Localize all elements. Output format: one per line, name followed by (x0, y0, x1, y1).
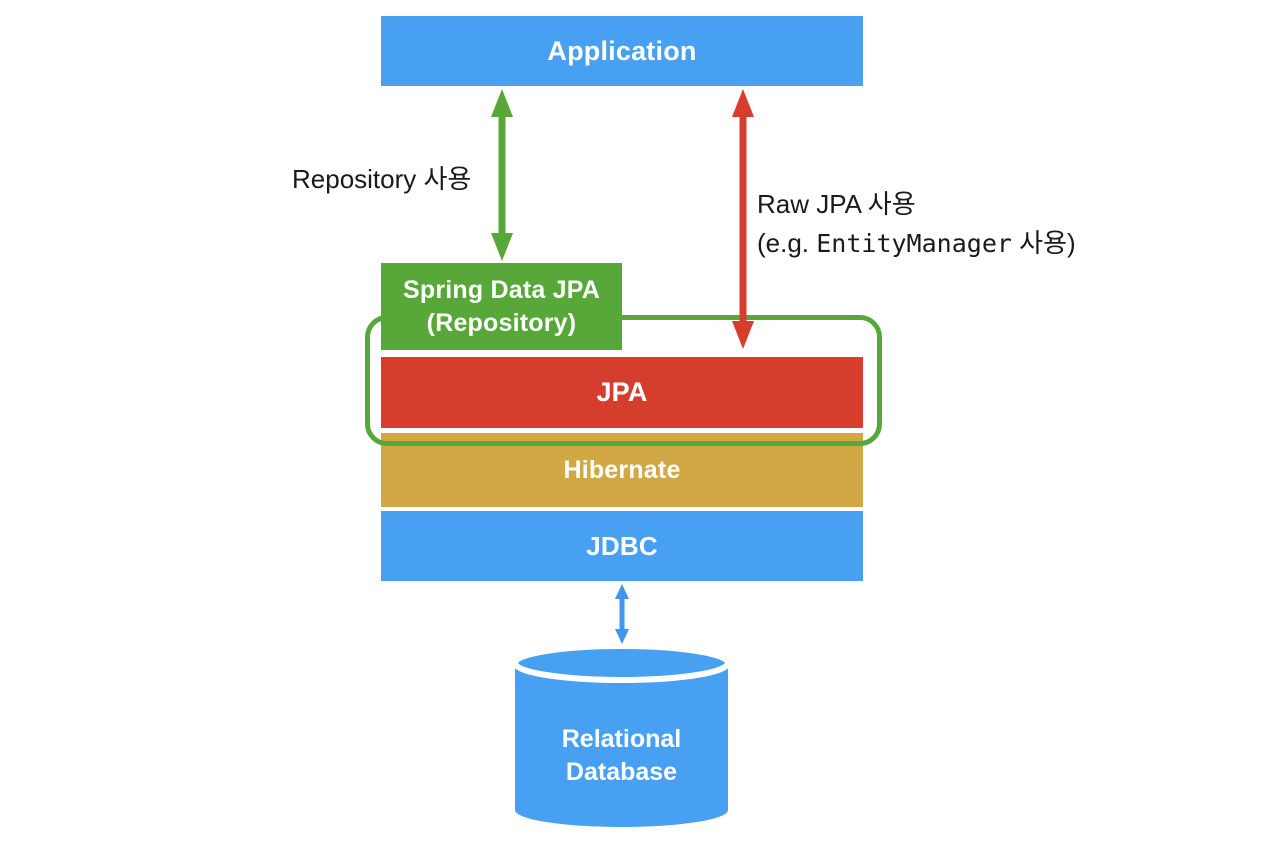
database-cylinder-icon (512, 643, 731, 827)
entitymanager-code-text: EntityManager (816, 229, 1012, 258)
spring-data-jpa-box: Spring Data JPA (Repository) (381, 263, 622, 350)
jdbc-label: JDBC (586, 530, 658, 561)
database-label-line1: Relational (561, 725, 682, 753)
jpa-label: JPA (596, 377, 648, 407)
jdbc-box: JDBC (381, 511, 863, 581)
green-double-arrow-icon (491, 89, 513, 261)
jpa-box: JPA (381, 357, 863, 428)
raw-jpa-usage-line1: Raw JPA 사용 (757, 189, 916, 219)
repository-usage-label: Repository 사용 (292, 164, 472, 194)
jpa-group-outline (365, 315, 882, 446)
blue-double-arrow-icon (615, 584, 629, 644)
database-label-line2: Database (565, 758, 678, 786)
spring-data-jpa-label-line1: Spring Data JPA (402, 275, 601, 304)
raw-jpa-usage-line2: (e.g. EntityManager 사용) (757, 228, 1076, 258)
application-box: Application (381, 16, 863, 86)
red-double-arrow-icon (732, 89, 754, 349)
raw-jpa-usage-label: Raw JPA 사용 (e.g. EntityManager 사용) (757, 185, 1076, 263)
database-label: Relational Database (515, 645, 728, 789)
hibernate-label: Hibernate (563, 455, 681, 484)
application-label: Application (547, 35, 697, 66)
spring-data-jpa-label-line2: (Repository) (426, 308, 577, 337)
